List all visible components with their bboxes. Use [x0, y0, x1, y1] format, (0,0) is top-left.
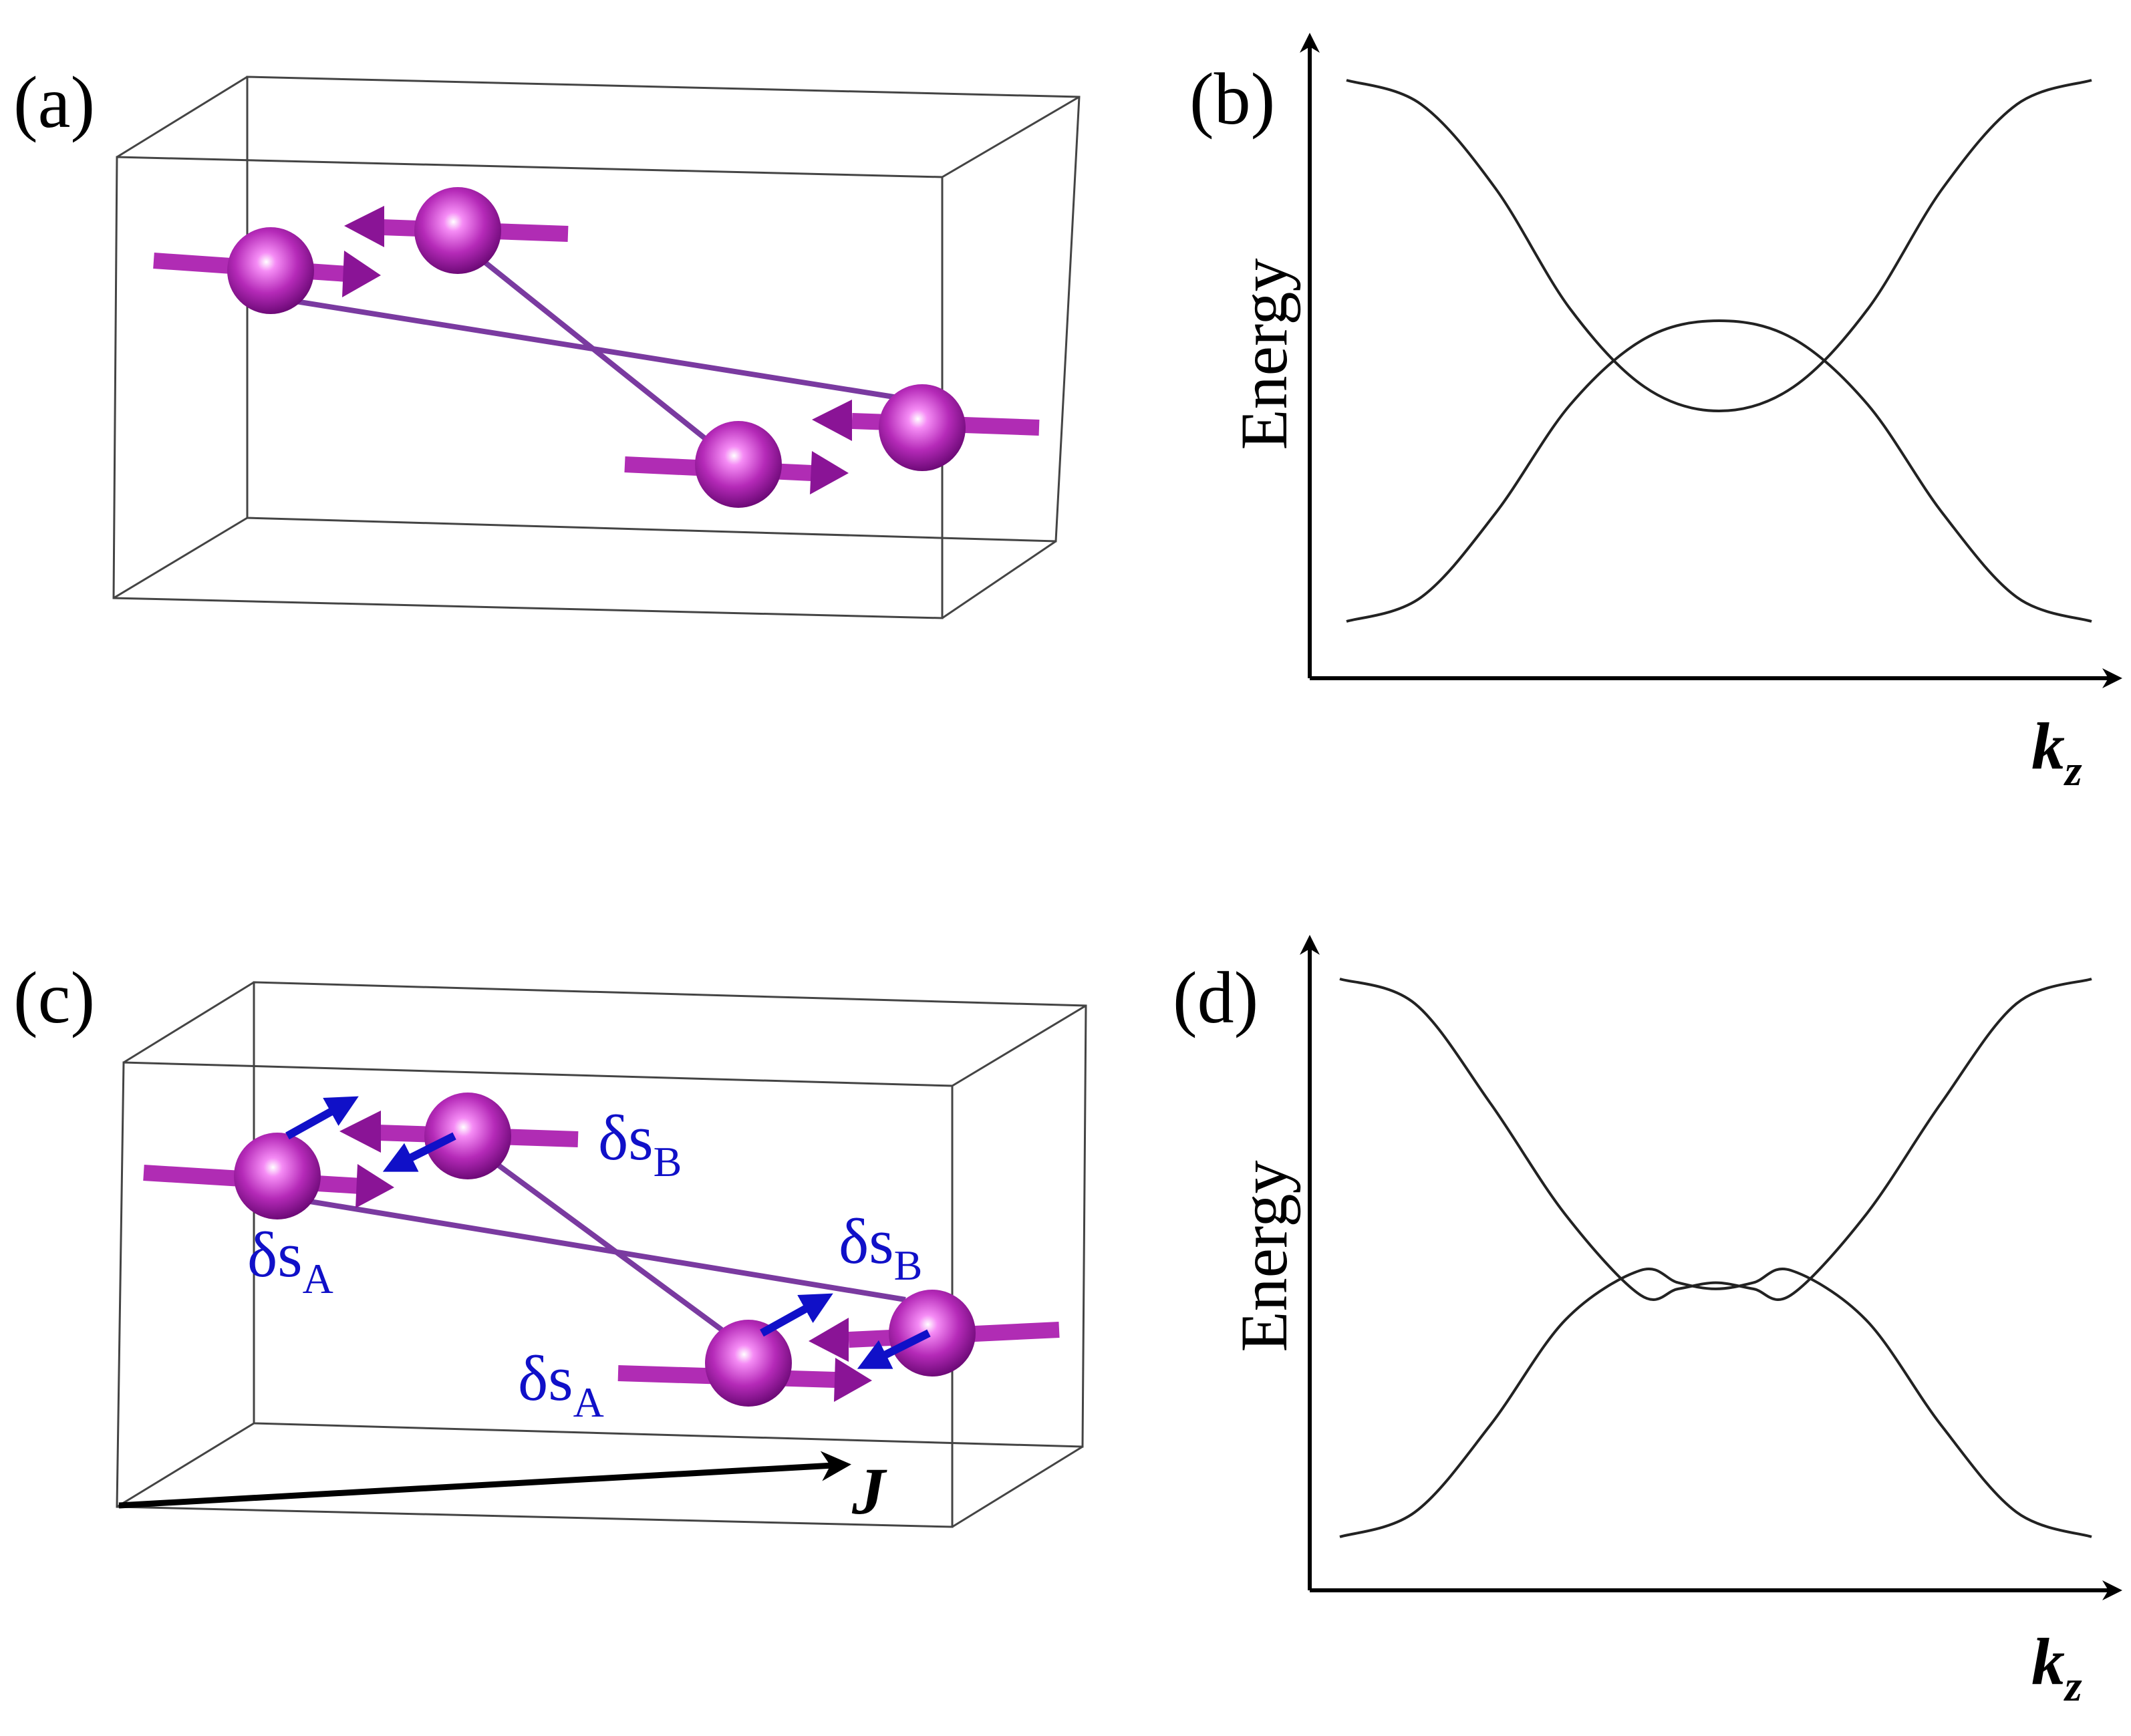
upper-band-line — [1346, 79, 2092, 413]
atom — [879, 384, 966, 471]
panel-d: (d) Energy kz — [1173, 935, 2122, 1711]
unit-cell-box — [116, 981, 1087, 1528]
delta-spin-arrow — [857, 1329, 931, 1369]
upper-band-line — [1339, 978, 2092, 1301]
atom — [695, 421, 782, 508]
atom — [227, 227, 314, 314]
panel-c: (c) J — [13, 957, 1087, 1528]
delta-spin-label: δsB — [598, 1102, 682, 1185]
atom — [414, 187, 501, 274]
delta-spin-label: δsA — [247, 1219, 333, 1302]
delta-spin-label: δsA — [518, 1342, 604, 1426]
band-plot-d — [1339, 978, 2092, 1538]
x-axis-title: kz — [2031, 709, 2082, 795]
bonds — [270, 238, 919, 457]
panel-c-label: (c) — [13, 957, 95, 1038]
delta-spin-label: δsB — [839, 1205, 922, 1289]
lower-band-line — [1339, 1268, 2092, 1538]
panel-a-label: (a) — [13, 61, 95, 143]
delta-spin-arrow — [760, 1293, 833, 1337]
band-plot-b — [1346, 79, 2092, 623]
bonds — [277, 1140, 906, 1332]
panel-b: (b) Energy kz — [1189, 33, 2122, 795]
delta-spin-arrow — [285, 1096, 359, 1140]
atom — [234, 1133, 321, 1219]
y-axis-title: Energy — [1227, 1161, 1301, 1352]
current-arrow: J — [118, 1451, 887, 1528]
x-axis-title: kz — [2031, 1624, 2082, 1711]
atom — [705, 1320, 792, 1407]
y-axis-title: Energy — [1227, 259, 1301, 450]
panel-d-label: (d) — [1173, 957, 1258, 1038]
atom — [889, 1290, 976, 1377]
lower-band-line — [1346, 319, 2092, 623]
unit-cell-box — [112, 76, 1081, 619]
panel-a: (a) — [13, 61, 1081, 619]
panel-b-label: (b) — [1189, 58, 1275, 140]
delta-spin-arrow — [382, 1132, 456, 1172]
atom — [424, 1093, 511, 1179]
current-label: J — [851, 1454, 887, 1528]
